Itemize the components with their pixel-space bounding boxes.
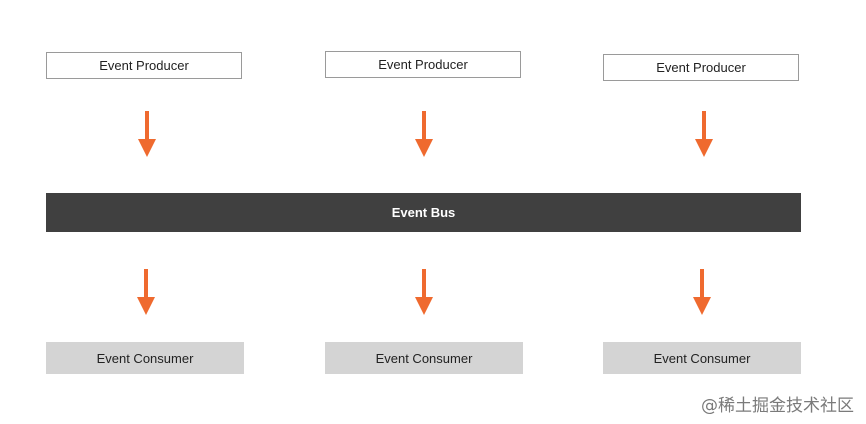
event-producer-box: Event Producer	[603, 54, 799, 81]
event-consumer-label: Event Consumer	[375, 350, 473, 366]
down-arrow-icon	[415, 269, 433, 315]
watermark-text: @稀土掘金技术社区	[701, 396, 854, 416]
down-arrow-icon	[415, 111, 433, 157]
event-consumer-label: Event Consumer	[653, 350, 751, 366]
event-consumer-box: Event Consumer	[46, 342, 244, 374]
event-producer-label: Event Producer	[656, 60, 746, 75]
event-producer-box: Event Producer	[325, 51, 521, 78]
event-bus-label: Event Bus	[391, 205, 456, 220]
down-arrow-icon	[695, 111, 713, 157]
down-arrow-icon	[137, 269, 155, 315]
event-consumer-box: Event Consumer	[603, 342, 801, 374]
event-consumer-label: Event Consumer	[96, 350, 194, 366]
event-producer-label: Event Producer	[378, 57, 468, 72]
event-producer-label: Event Producer	[99, 58, 189, 73]
down-arrow-icon	[693, 269, 711, 315]
down-arrow-icon	[138, 111, 156, 157]
event-consumer-box: Event Consumer	[325, 342, 523, 374]
event-bus-bar: Event Bus	[46, 193, 801, 232]
event-producer-box: Event Producer	[46, 52, 242, 79]
